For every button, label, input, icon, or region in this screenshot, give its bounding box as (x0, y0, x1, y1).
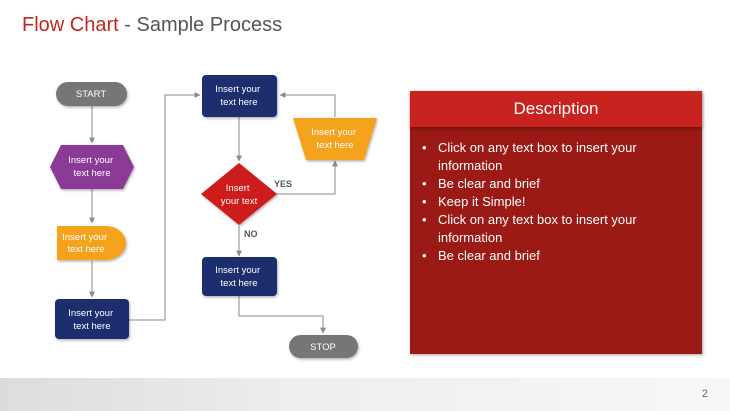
title-sub: - Sample Process (118, 14, 283, 36)
decision-label: Insert your text (221, 183, 258, 207)
description-bullet: Click on any text box to insert your inf… (422, 211, 688, 247)
oval-shape (57, 226, 126, 260)
description-bullet: Click on any text box to insert your inf… (422, 139, 688, 175)
connector-trapezoid-topbox (279, 92, 336, 117)
description-header: Description (410, 91, 702, 127)
oval-line-2: text here (68, 244, 105, 255)
hexagon-line-1: Insert your (68, 155, 113, 166)
bottom-box-line-2: text here (221, 278, 258, 289)
trapezoid-shape (293, 118, 377, 160)
decision-line-2: your text (221, 196, 258, 207)
footer-band (0, 378, 730, 411)
oval-line-1: Insert your (62, 232, 107, 243)
stop-shape (289, 335, 358, 358)
bottom-box-line-1: Insert your (215, 265, 260, 276)
left-box-line-1: Insert your (68, 308, 113, 319)
description-bullet: Be clear and brief (422, 247, 688, 265)
trapezoid-node[interactable]: Insert your text here (293, 118, 377, 160)
no-label: NO (244, 229, 258, 239)
trapezoid-line-2: text here (317, 140, 354, 151)
decision-line-1: Insert (226, 183, 250, 194)
connector-leftbox-topbox (129, 92, 201, 321)
trapezoid-line-1: Insert your (311, 127, 356, 138)
connectors (89, 92, 338, 334)
hexagon-shape (50, 145, 134, 189)
top-box-node[interactable]: Insert your text here (202, 75, 277, 117)
oval-node[interactable]: Insert your text here (57, 226, 126, 260)
bottom-box-shape (202, 257, 277, 296)
left-box-line-2: text here (74, 321, 111, 332)
hexagon-label: Insert your text here (68, 155, 116, 179)
slide-title[interactable]: Flow Chart - Sample Process (22, 14, 282, 37)
stop-label: STOP (310, 342, 336, 353)
hexagon-line-2: text here (74, 168, 111, 179)
hexagon-node[interactable]: Insert your text here (50, 145, 134, 189)
left-box-node[interactable]: Insert your text here (55, 299, 129, 339)
start-node[interactable]: START (56, 82, 127, 106)
connector-bottombox-stop (238, 296, 326, 334)
start-shape (56, 82, 127, 106)
decision-node[interactable]: Insert your text (201, 163, 277, 225)
top-box-line-2: text here (221, 97, 258, 108)
oval-label: Insert your text here (62, 232, 110, 255)
yes-label: YES (274, 179, 292, 189)
decision-shape (201, 163, 277, 225)
top-box-shape (202, 75, 277, 117)
description-bullet: Be clear and brief (422, 175, 688, 193)
description-panel[interactable]: Description Click on any text box to ins… (410, 91, 702, 354)
start-label: START (76, 89, 106, 100)
top-box-line-1: Insert your (215, 84, 260, 95)
bottom-box-node[interactable]: Insert your text here (202, 257, 277, 296)
bottom-box-label: Insert your text here (215, 265, 263, 289)
top-box-label: Insert your text here (215, 84, 263, 108)
left-box-shape (55, 299, 129, 339)
stop-node[interactable]: STOP (289, 335, 358, 358)
description-list: Click on any text box to insert your inf… (410, 127, 702, 265)
trapezoid-label: Insert your text here (311, 127, 359, 151)
connector-decision-trapezoid (270, 160, 338, 195)
description-bullet: Keep it Simple! (422, 193, 688, 211)
page-number: 2 (701, 388, 708, 400)
title-main: Flow Chart (22, 14, 119, 36)
left-box-label: Insert your text here (68, 308, 116, 332)
